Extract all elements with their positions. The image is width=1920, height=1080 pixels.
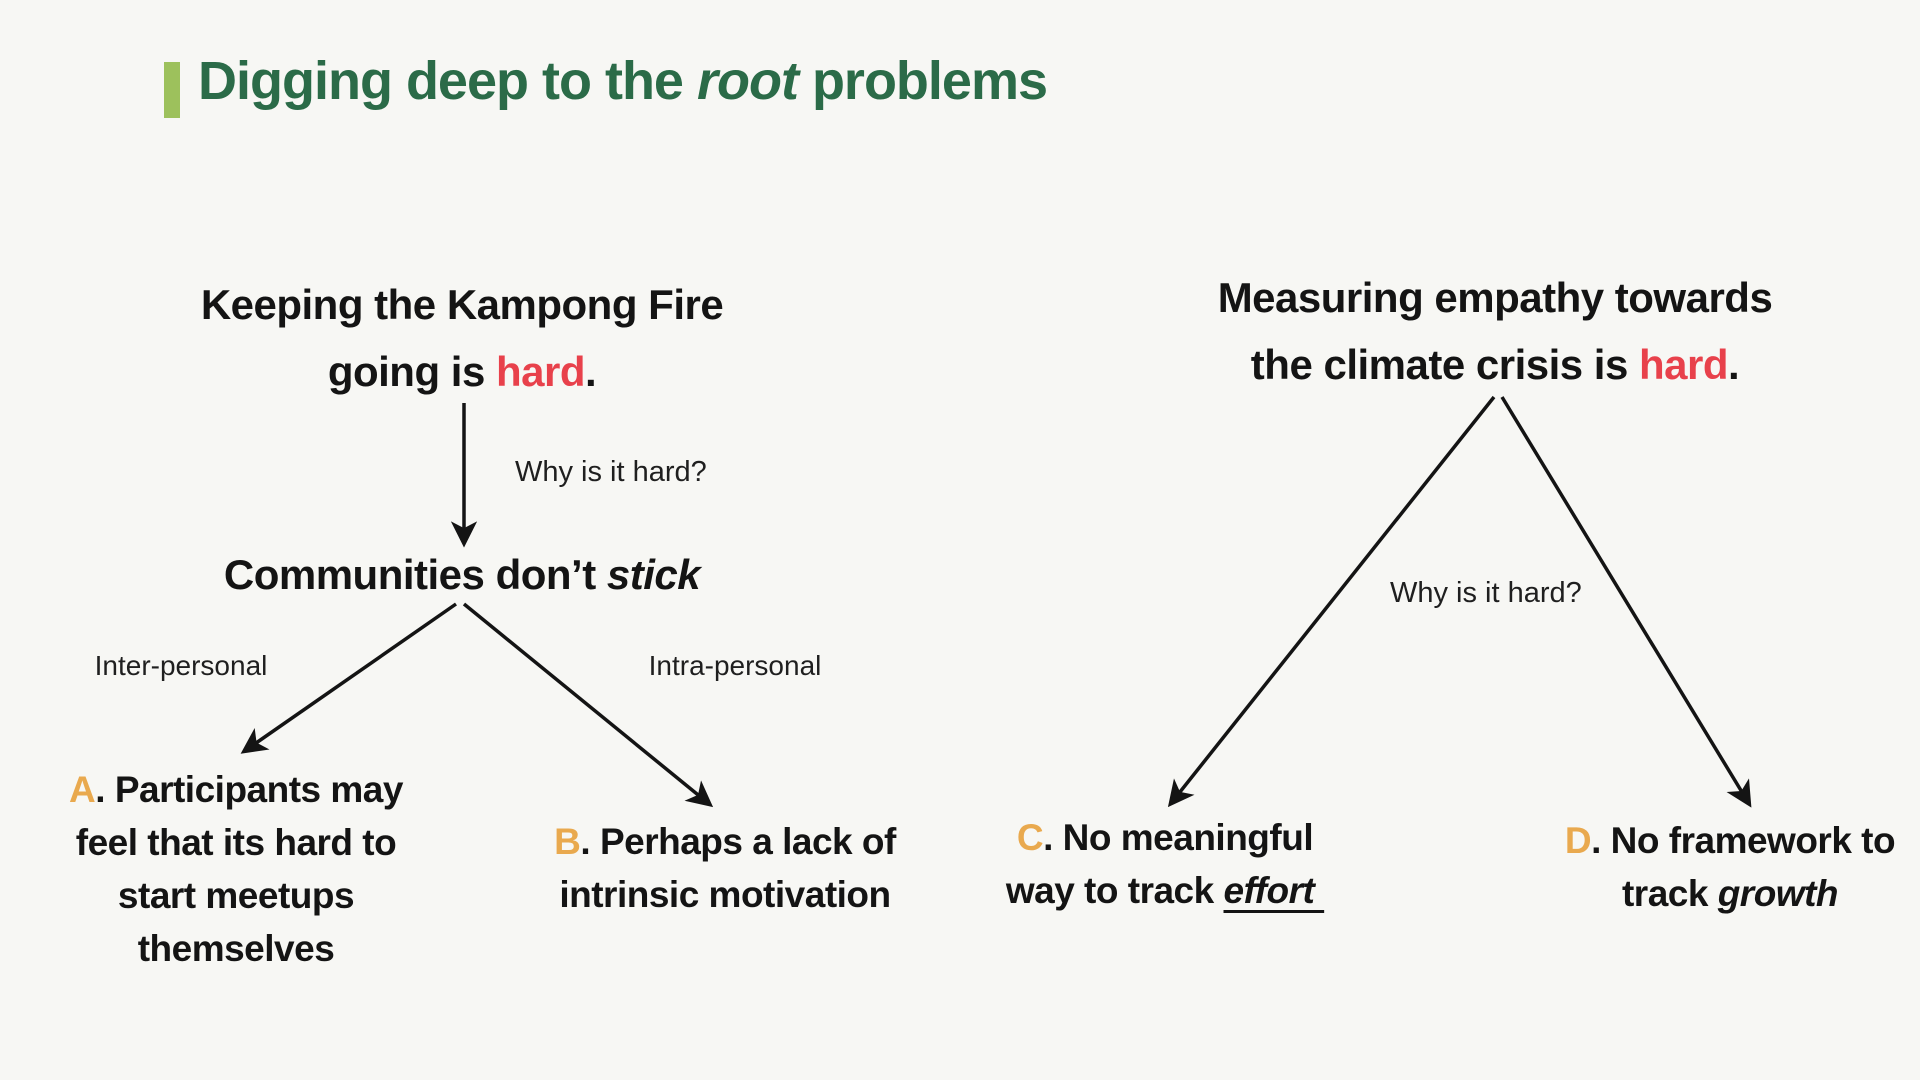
option-a-text: . Participants may feel that its hard to… — [75, 769, 404, 969]
option-c-emphasis: effort — [1223, 870, 1325, 911]
page-title: Digging deep to the root problems — [198, 50, 1048, 112]
left-problem-highlight: hard — [495, 348, 586, 395]
left-cause-text: Communities don’t — [223, 551, 607, 598]
option-c-text: . No meaningful way to track — [1005, 817, 1314, 911]
option-b: B. Perhaps a lack of intrinsic motivatio… — [520, 815, 930, 921]
title-italic-word: root — [696, 51, 799, 111]
option-d-emphasis: growth — [1717, 873, 1839, 914]
left-problem-text: Keeping the Kampong Fire going is — [200, 281, 724, 395]
title-suffix: problems — [797, 51, 1048, 111]
right-why-label: Why is it hard? — [1390, 577, 1582, 609]
right-problem-statement: Measuring empathy towards the climate cr… — [1115, 264, 1875, 398]
title-accent-bar — [164, 62, 180, 118]
option-b-text: . Perhaps a lack of intrinsic motivation — [559, 821, 896, 915]
branch-label-intrapersonal: Intra-personal — [648, 650, 822, 681]
right-problem-highlight: hard — [1639, 341, 1729, 388]
left-why-label: Why is it hard? — [515, 456, 707, 488]
option-b-letter: B — [554, 821, 581, 862]
right-problem-text: Measuring empathy towards the climate cr… — [1217, 274, 1773, 388]
title-text: Digging deep to the — [198, 51, 697, 111]
option-a: A. Participants may feel that its hard t… — [31, 763, 441, 975]
left-problem-statement: Keeping the Kampong Fire going is hard. — [112, 271, 812, 405]
option-c-letter: C — [1016, 817, 1044, 858]
option-a-letter: A — [69, 769, 96, 810]
left-cause-italic-word: stick — [606, 551, 701, 598]
option-d-text: . No framework to track — [1591, 820, 1896, 914]
right-problem-period: . — [1728, 341, 1740, 388]
option-d: D. No framework to track growth — [1510, 814, 1920, 920]
left-cause-statement: Communities don’t stick — [112, 541, 812, 608]
branch-label-interpersonal: Inter-personal — [94, 650, 268, 681]
option-d-letter: D — [1564, 820, 1592, 861]
arrow-branch-intrapersonal — [462, 602, 714, 808]
left-problem-period: . — [585, 348, 597, 395]
option-c: C. No meaningful way to track effort — [945, 811, 1385, 917]
